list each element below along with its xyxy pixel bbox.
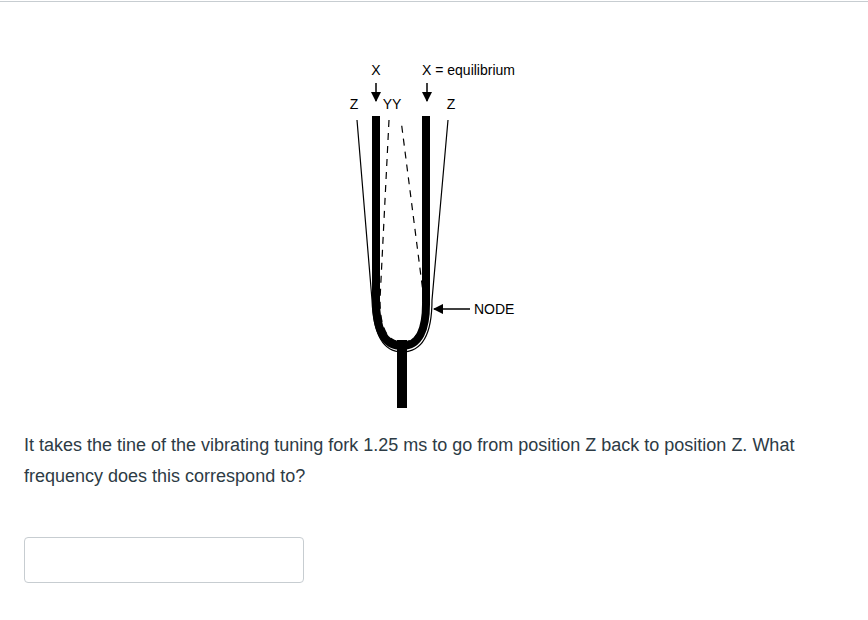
tine-inner-position [380, 120, 424, 342]
node-pointer [434, 308, 470, 310]
tine-extreme-position [357, 120, 448, 352]
position-label: Z [447, 97, 456, 111]
position-label: Z [350, 97, 359, 111]
position-label: YY [383, 97, 402, 111]
label-holder: X [371, 63, 380, 77]
position-label: X [371, 63, 380, 77]
label-holder: X = equilibrium [422, 63, 515, 77]
label-holder: Z [447, 97, 456, 111]
tuning-fork-stem [397, 340, 407, 408]
tuning-fork-tines [376, 116, 426, 346]
answer-input [24, 537, 304, 583]
equilibrium-label: X = equilibrium [422, 63, 515, 77]
position-arrow [426, 83, 428, 101]
position-arrow [375, 83, 377, 101]
label-holder: YY [383, 97, 402, 111]
caption-holder: It takes the tine of the vibrating tunin… [24, 430, 854, 492]
node-label: NODE [474, 302, 514, 316]
label-holder: Z [350, 97, 359, 111]
label-holder: NODE [474, 302, 514, 316]
question-text: It takes the tine of the vibrating tunin… [24, 430, 854, 492]
page-divider [0, 1, 868, 2]
